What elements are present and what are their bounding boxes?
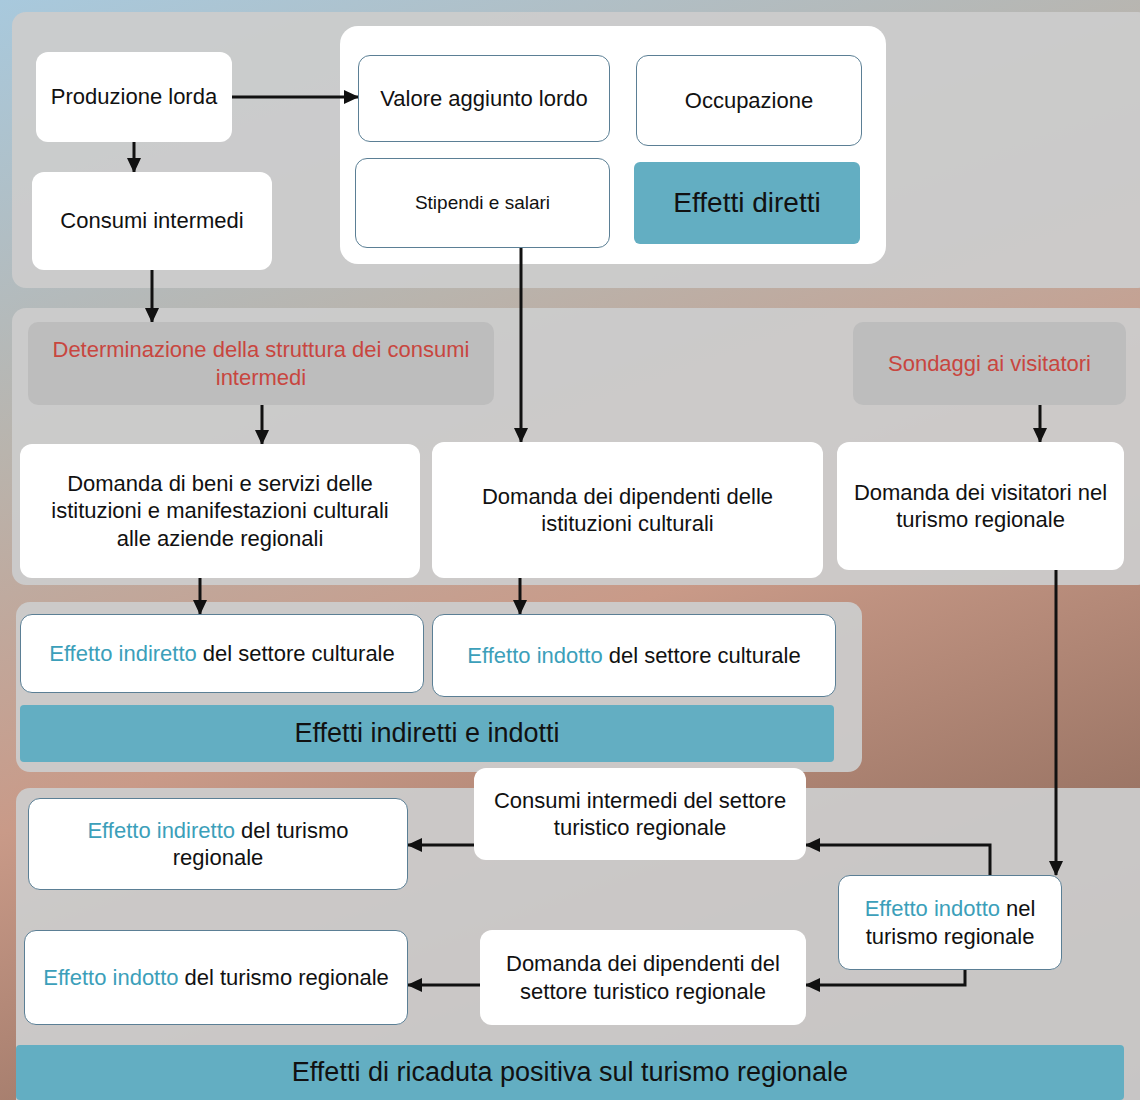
process-box: Consumi intermedi — [32, 172, 272, 270]
flow-arrow — [408, 844, 474, 847]
node-label: Valore aggiunto lordo — [380, 86, 588, 111]
node-text: Effetto indirettodel settore culturale — [49, 640, 395, 668]
node-text: Occupazione — [685, 87, 813, 115]
node-label: Effetti indiretti e indotti — [294, 718, 559, 748]
node-text: Effetti di ricaduta positiva sul turismo… — [292, 1056, 848, 1090]
effect-box: Effetto indotto del settore culturale — [432, 614, 836, 697]
node-label: del settore culturale — [203, 641, 395, 666]
node-text: Determinazione della struttura dei consu… — [40, 336, 482, 391]
node-text: Produzione lorda — [51, 83, 217, 111]
node-text: Effetto indotto del settore culturale — [467, 642, 800, 670]
section-title: Effetti di ricaduta positiva sul turismo… — [16, 1045, 1124, 1100]
flow-arrow — [199, 578, 202, 614]
node-label: Stipendi e salari — [415, 192, 550, 213]
node-label: Effetti diretti — [673, 187, 820, 218]
node-text: Domanda dei visitatori nel turismo regio… — [849, 479, 1112, 534]
node-text: Domanda dei dipendenti del settore turis… — [492, 950, 794, 1005]
node-label: del turismo regionale — [185, 965, 389, 990]
node-label: Effetti di ricaduta positiva sul turismo… — [292, 1057, 848, 1087]
effect-box: Effetto indirettodel settore culturale — [20, 614, 424, 693]
demand-box: Domanda dei dipendenti delle istituzioni… — [432, 442, 823, 578]
node-label: Domanda dei visitatori nel turismo regio… — [854, 480, 1107, 533]
node-label: Sondaggi ai visitatori — [888, 351, 1091, 376]
result-box: Stipendi e salari — [355, 158, 610, 248]
process-box: Consumi intermedi del settore turistico … — [474, 768, 806, 860]
section-title: Effetti diretti — [634, 162, 860, 244]
effect-keyword: Effetto indotto — [467, 643, 602, 668]
effect-keyword: Effetto indiretto — [87, 818, 235, 843]
effect-box: Effetto indotto del turismo regionale — [24, 930, 408, 1025]
result-box: Valore aggiunto lordo — [358, 55, 610, 142]
flow-arrow — [408, 984, 480, 987]
node-label: del settore culturale — [609, 643, 801, 668]
result-box: Occupazione — [636, 55, 862, 146]
flow-arrow — [133, 142, 136, 172]
flow-arrow — [1055, 570, 1058, 875]
node-label: Consumi intermedi del settore turistico … — [494, 788, 786, 841]
node-label: Produzione lorda — [51, 84, 217, 109]
node-text: Effetti diretti — [673, 187, 820, 219]
node-text: Domanda dei dipendenti delle istituzioni… — [444, 483, 811, 538]
node-text: Consumi intermedi del settore turistico … — [486, 787, 794, 842]
flow-arrow — [520, 248, 523, 442]
node-label: Determinazione della struttura dei consu… — [53, 337, 470, 390]
demand-box: Domanda dei visitatori nel turismo regio… — [837, 442, 1124, 570]
node-label: Domanda dei dipendenti delle istituzioni… — [482, 484, 773, 537]
node-label: Consumi intermedi — [60, 208, 243, 233]
flow-arrow — [806, 845, 990, 875]
node-text: Domanda di beni e servizi delle istituzi… — [32, 470, 408, 553]
node-label: Domanda dei dipendenti del settore turis… — [506, 951, 780, 1004]
flow-arrow — [232, 96, 358, 99]
node-label: Occupazione — [685, 88, 813, 113]
section-title: Effetti indiretti e indotti — [20, 705, 834, 762]
demand-box: Domanda di beni e servizi delle istituzi… — [20, 444, 420, 578]
node-text: Effetto indirettodel turismo regionale — [41, 817, 395, 872]
node-text: Effetto indottonel turismo regionale — [851, 895, 1049, 950]
node-text: Effetti indiretti e indotti — [294, 717, 559, 751]
node-text: Stipendi e salari — [415, 191, 550, 215]
method-box: Sondaggi ai visitatori — [853, 322, 1126, 405]
demand-box: Domanda dei dipendenti del settore turis… — [480, 930, 806, 1025]
method-box: Determinazione della struttura dei consu… — [28, 322, 494, 405]
effect-keyword: Effetto indiretto — [49, 641, 197, 666]
flow-arrow — [261, 405, 264, 444]
flow-arrow — [806, 970, 965, 985]
node-label: Domanda di beni e servizi delle istituzi… — [51, 471, 389, 551]
effect-keyword: Effetto indotto — [865, 896, 1000, 921]
node-text: Sondaggi ai visitatori — [888, 350, 1091, 378]
effect-keyword: Effetto indotto — [43, 965, 178, 990]
flow-arrow — [151, 270, 154, 322]
node-text: Valore aggiunto lordo — [380, 85, 588, 113]
effect-box: Effetto indottonel turismo regionale — [838, 875, 1062, 970]
process-box: Produzione lorda — [36, 52, 232, 142]
flow-arrow — [1039, 405, 1042, 442]
node-text: Effetto indotto del turismo regionale — [43, 964, 389, 992]
effect-box: Effetto indirettodel turismo regionale — [28, 798, 408, 890]
node-text: Consumi intermedi — [60, 207, 243, 235]
flow-arrow — [519, 578, 522, 614]
